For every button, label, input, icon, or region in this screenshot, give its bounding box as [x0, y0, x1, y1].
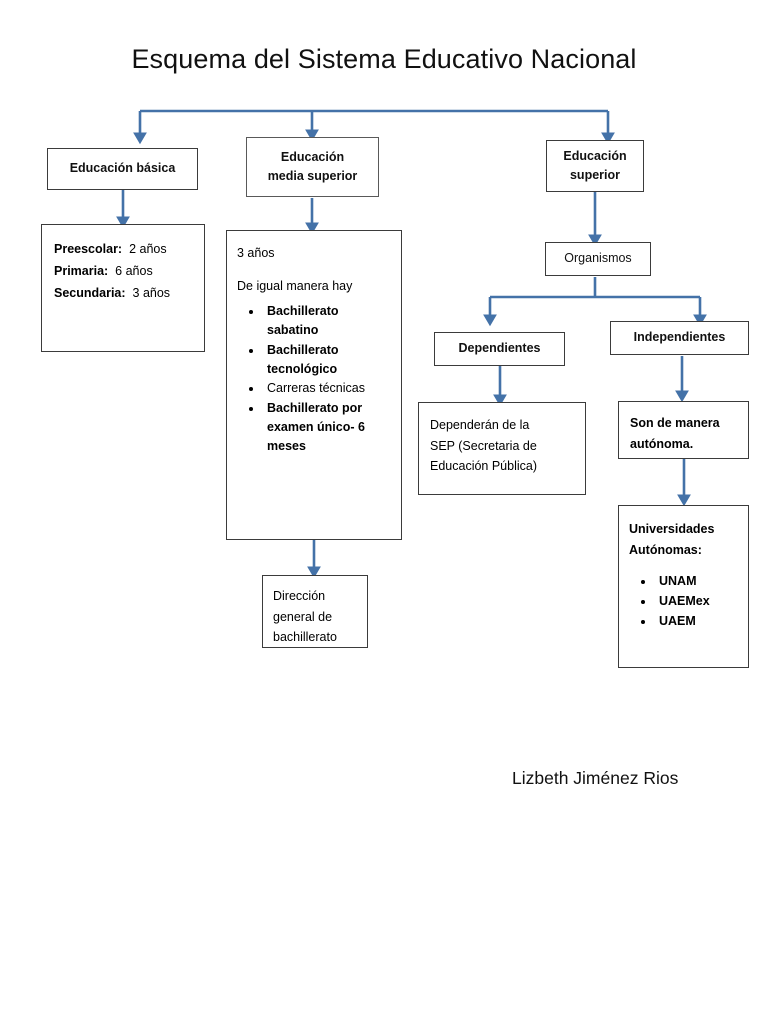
direccion-general-line-3: bachillerato — [273, 630, 337, 645]
media-detalle-bullet-list: Bachillerato sabatino Bachillerato tecno… — [237, 302, 391, 455]
list-item: UAEMex — [655, 592, 738, 611]
universidades-line-2: Autónomas: — [629, 542, 702, 557]
detalle-row-preescolar-label: Preescolar: — [54, 242, 123, 256]
detalle-row-secundaria-label: Secundaria: — [54, 285, 126, 300]
detalle-row-primaria-label: Primaria: — [54, 263, 109, 278]
node-educacion-basica-label: Educación básica — [69, 161, 176, 176]
node-superior-line-2: superior — [569, 168, 620, 182]
dependen-sep-line-1: Dependerán de la — [430, 418, 530, 432]
direccion-general-line-2: general de — [273, 609, 333, 624]
list-item: Carreras técnicas — [263, 379, 391, 398]
node-independientes-label: Independientes — [633, 330, 726, 345]
detalle-row-preescolar: Preescolar: 2 años — [54, 239, 192, 261]
author-signature: Lizbeth Jiménez Rios — [512, 768, 679, 788]
list-item: Bachillerato sabatino — [263, 302, 391, 340]
detalle-row-primaria-value: 6 años — [115, 263, 153, 278]
node-organismos-label: Organismos — [564, 251, 632, 266]
node-son-de-manera-autonoma[interactable]: Son de manera autónoma. — [618, 401, 749, 459]
node-media-superior-line-1: Educación — [280, 149, 345, 164]
page-title: Esquema del Sistema Educativo Nacional — [131, 44, 637, 74]
media-detalle-duration: 3 años — [237, 246, 275, 260]
detalle-row-secundaria-value: 3 años — [132, 285, 171, 300]
node-dependientes-label: Dependientes — [458, 341, 541, 356]
node-organismos[interactable]: Organismos — [545, 242, 651, 276]
media-detalle-intro: De igual manera hay — [237, 278, 353, 293]
node-dependen-sep[interactable]: Dependerán de la SEP (Secretaria de Educ… — [418, 402, 586, 495]
direccion-general-line-1: Dirección — [273, 589, 326, 603]
dependen-sep-line-2: SEP (Secretaria de — [430, 438, 537, 453]
node-universidades-autonomas[interactable]: Universidades Autónomas: UNAM UAEMex UAE… — [618, 505, 749, 668]
dependen-sep-line-3: Educación Pública) — [430, 459, 538, 474]
node-media-superior-detalle[interactable]: 3 años De igual manera hay Bachillerato … — [226, 230, 402, 540]
detalle-row-secundaria: Secundaria: 3 años — [54, 283, 192, 305]
node-independientes[interactable]: Independientes — [610, 321, 749, 355]
list-item: Bachillerato tecnológico — [263, 341, 391, 379]
list-item: UAEM — [655, 612, 738, 631]
node-educacion-basica-detalle[interactable]: Preescolar: 2 años Primaria: 6 años Secu… — [41, 224, 205, 352]
node-dependientes[interactable]: Dependientes — [434, 332, 565, 366]
node-superior-line-1: Educación — [563, 148, 627, 163]
universidades-line-1: Universidades — [629, 522, 715, 536]
node-media-superior-line-2: media superior — [267, 169, 358, 183]
detalle-row-primaria: Primaria: 6 años — [54, 261, 192, 283]
node-direccion-general-bachillerato[interactable]: Dirección general de bachillerato — [262, 575, 368, 648]
autonoma-line-2: autónoma. — [630, 436, 694, 451]
node-educacion-basica[interactable]: Educación básica — [47, 148, 198, 190]
autonoma-line-1: Son de manera — [630, 416, 720, 430]
universidades-bullet-list: UNAM UAEMex UAEM — [629, 572, 738, 630]
detalle-row-preescolar-value: 2 años — [129, 242, 167, 256]
list-item: Bachillerato por examen único- 6 meses — [263, 399, 391, 455]
node-educacion-media-superior[interactable]: Educación media superior — [246, 137, 379, 197]
list-item: UNAM — [655, 572, 738, 591]
node-educacion-superior[interactable]: Educación superior — [546, 140, 644, 192]
